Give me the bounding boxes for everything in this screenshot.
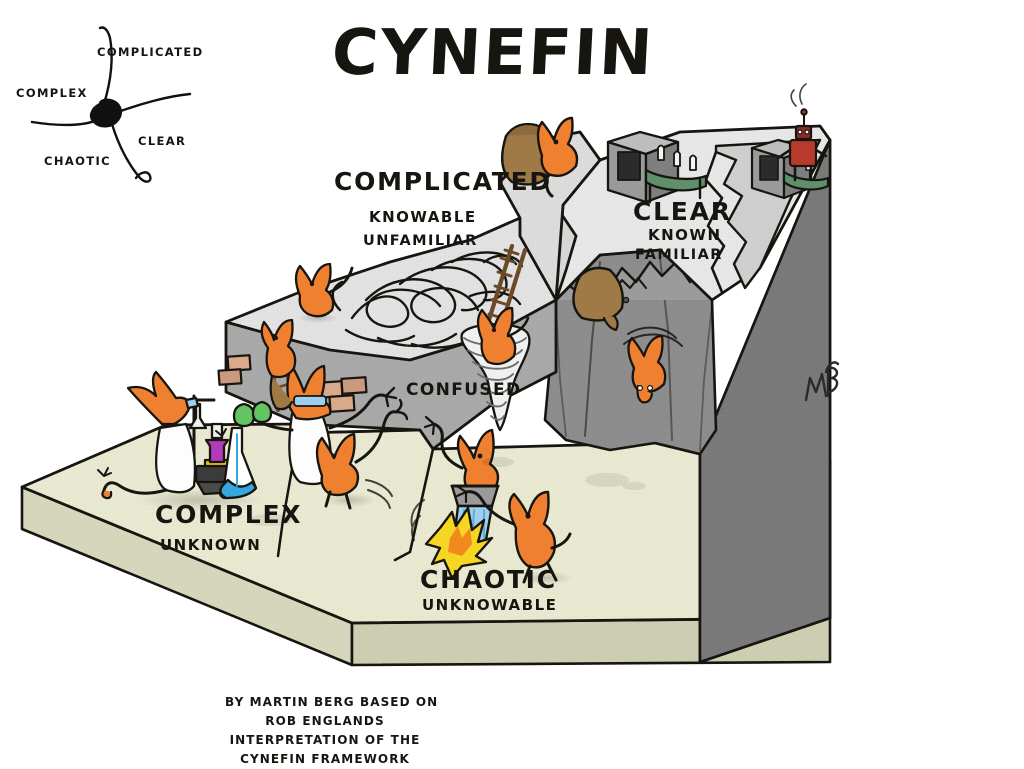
right-slope — [698, 138, 832, 664]
domain-sub-unfamiliar: UNFAMILIAR — [363, 233, 478, 249]
mini-label-chaotic: CHAOTIC — [44, 154, 111, 168]
artist-signature — [804, 361, 840, 402]
grass-tuft — [97, 428, 227, 477]
domain-label-clear: CLEAR — [633, 197, 732, 226]
domain-label-complicated: COMPLICATED — [334, 167, 552, 196]
mini-label-complex: COMPLEX — [16, 86, 88, 100]
domain-sub-known: KNOWN — [648, 226, 722, 244]
creature-in-tornado — [476, 306, 530, 366]
creature-walking — [315, 398, 409, 510]
creature-climbing — [260, 318, 297, 411]
domain-label-confused: CONFUSED — [406, 380, 522, 400]
domain-sub-unknown: UNKNOWN — [160, 536, 262, 554]
cynefin-mini-sketch — [30, 26, 192, 183]
credit-line-3: INTERPRETATION OF THE — [229, 733, 421, 747]
credit-line-1: BY MARTIN BERG BASED ON — [225, 695, 439, 709]
credits-block: BY MARTIN BERG BASED ON ROB ENGLANDS INT… — [225, 693, 439, 769]
creature-on-plateau — [294, 262, 354, 323]
creature-panicking — [455, 484, 572, 585]
falling-creature — [623, 326, 683, 404]
domain-sub-knowable: KNOWABLE — [369, 208, 477, 226]
sack-carrying-creature — [500, 116, 579, 198]
page-title: CYNEFIN — [330, 16, 657, 89]
domain-label-chaotic: CHAOTIC — [420, 565, 557, 594]
mini-label-complicated: COMPLICATED — [97, 45, 204, 59]
creature-scientist — [101, 370, 200, 500]
chemistry-lab-scene — [138, 394, 262, 511]
domain-label-complex: COMPLEX — [155, 500, 303, 529]
conveyor-belt-line — [606, 130, 708, 204]
domain-sub-familiar: FAMILIAR — [635, 247, 723, 263]
sack — [572, 266, 624, 332]
domain-sub-unknowable: UNKNOWABLE — [422, 596, 558, 614]
credit-line-4: CYNEFIN FRAMEWORK — [240, 752, 410, 766]
credit-line-2: ROB ENGLANDS — [265, 714, 385, 728]
mini-label-clear: CLEAR — [138, 134, 187, 148]
spaghetti-tangle — [331, 251, 524, 349]
fire-and-bucket — [410, 415, 500, 580]
robot — [776, 83, 828, 182]
